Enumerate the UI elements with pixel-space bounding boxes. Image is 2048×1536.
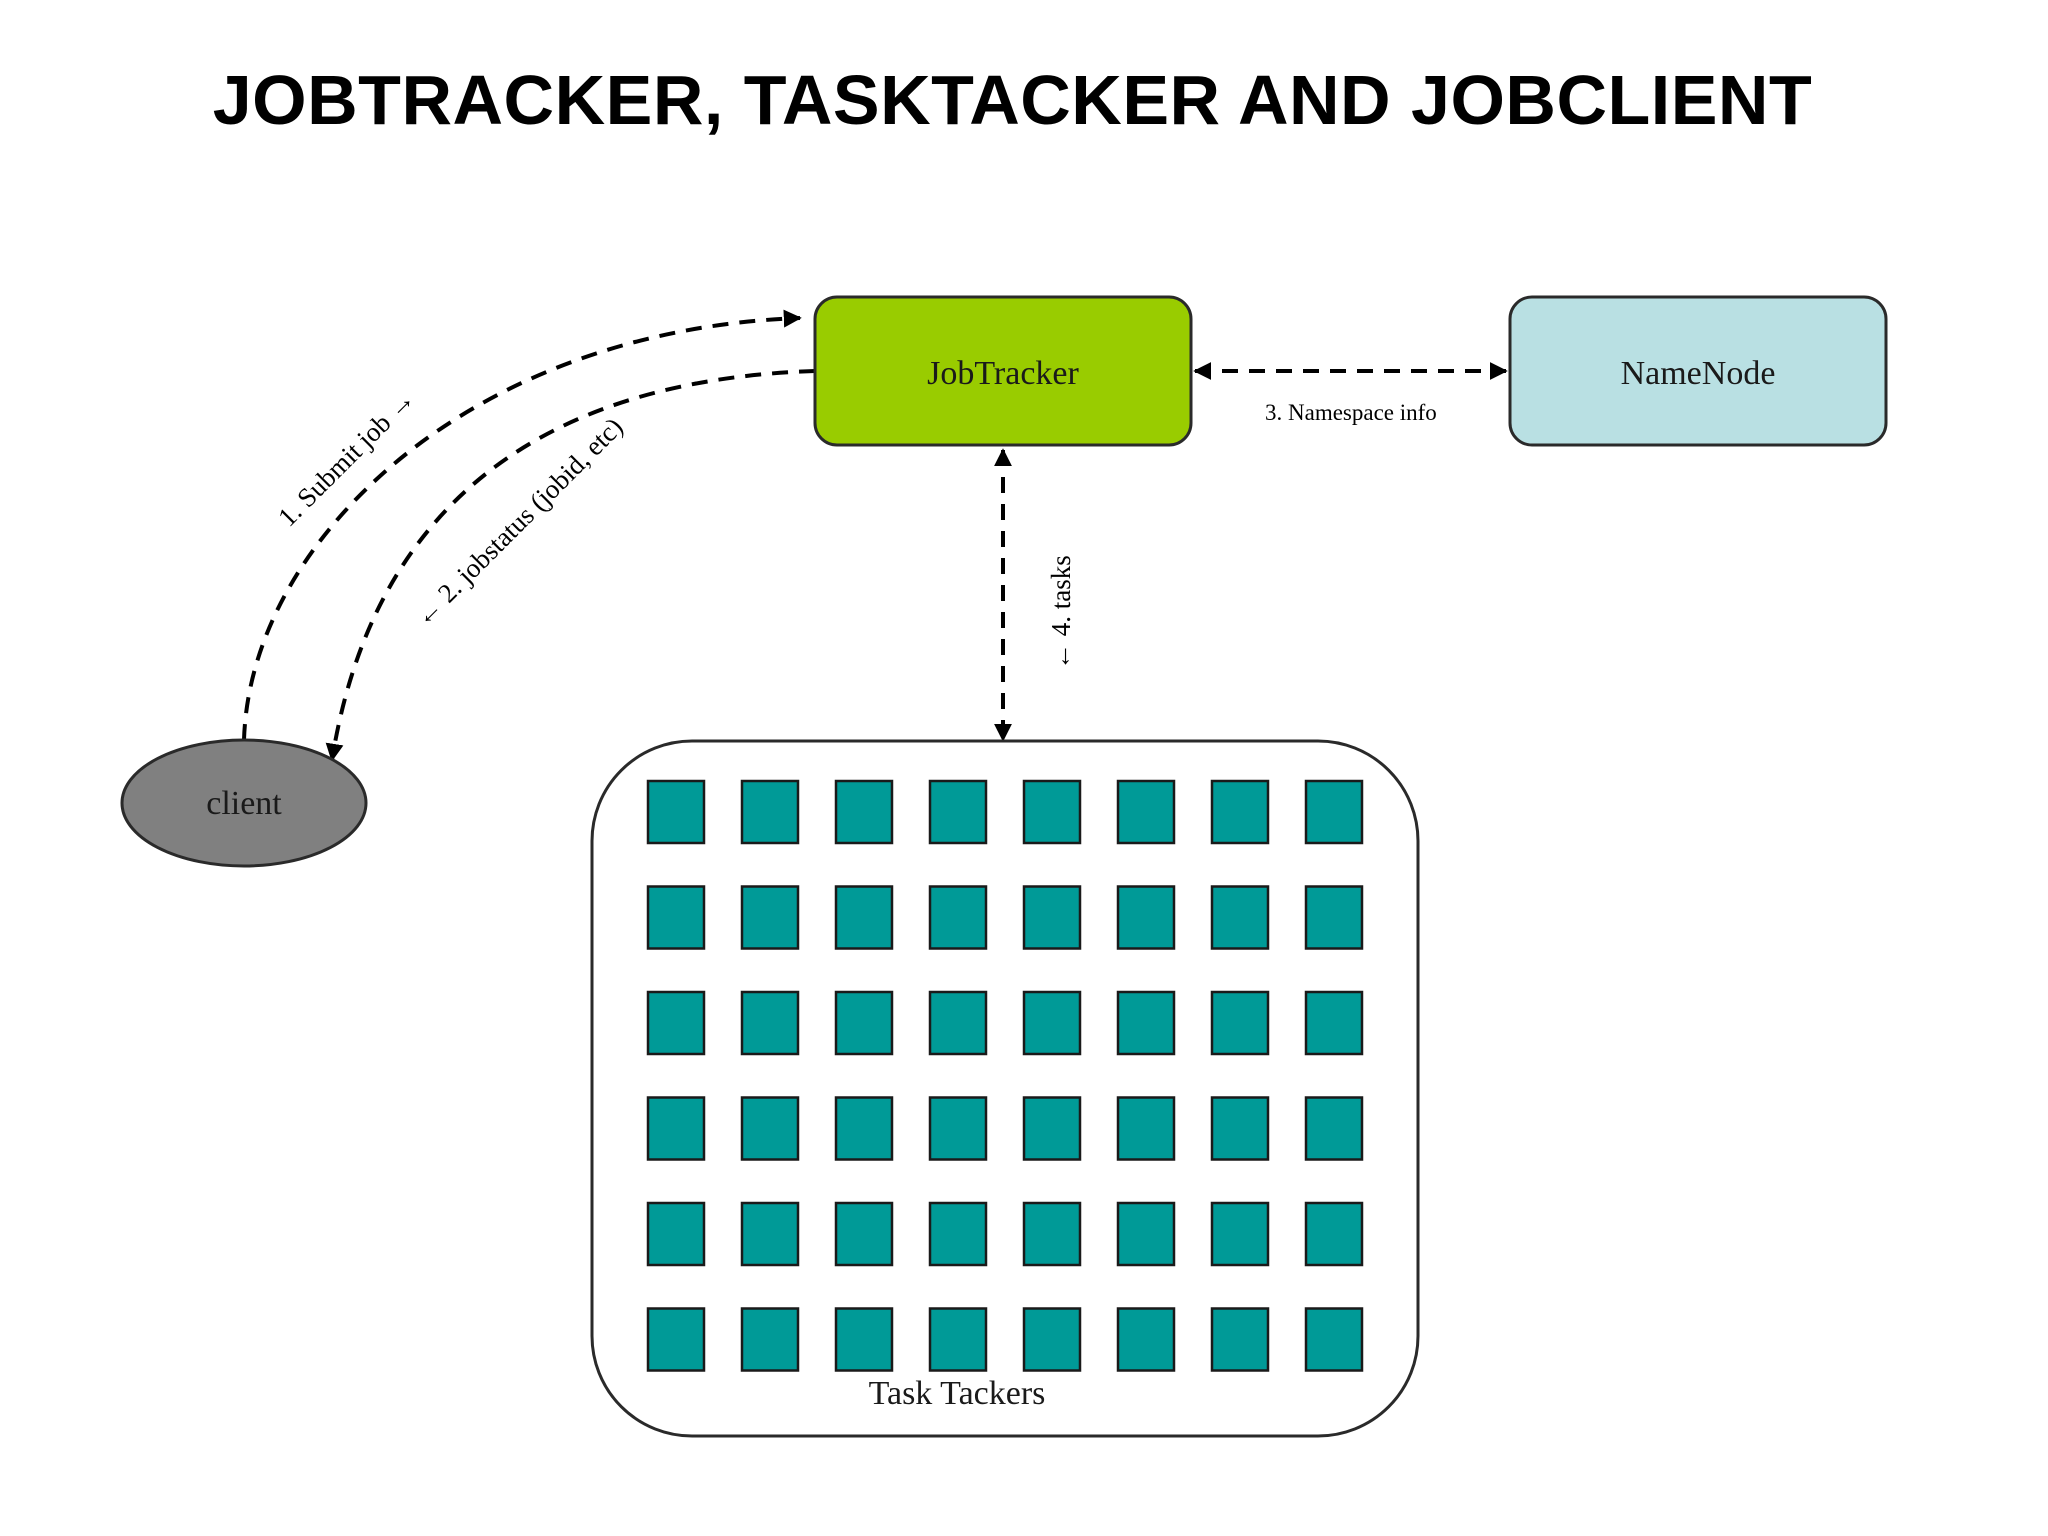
- task-tracker-grid: [646, 779, 1364, 1372]
- task-tracker-node: [1116, 779, 1176, 845]
- task-tracker-node: [1304, 779, 1364, 845]
- task-tracker-node: [834, 885, 894, 950]
- task-tracker-node: [928, 990, 988, 1056]
- task-tracker-node: [1022, 1307, 1082, 1372]
- task-tracker-node: [646, 990, 706, 1056]
- task-tracker-node: [1304, 1201, 1364, 1267]
- namenode-box: [1508, 295, 1888, 447]
- task-tracker-node: [1022, 1201, 1082, 1267]
- task-tracker-node: [834, 1096, 894, 1161]
- task-tracker-node: [928, 1307, 988, 1372]
- slide-title: JOBTRACKER, TASKTACKER AND JOBCLIENT: [212, 61, 1813, 139]
- task-trackers-container: [590, 739, 1420, 1438]
- task-trackers-label: Task Tackers: [869, 1375, 1046, 1412]
- task-tracker-node: [1022, 1096, 1082, 1161]
- edge-jobstatus: [325, 369, 816, 762]
- task-tracker-node: [928, 1201, 988, 1267]
- task-tracker-node: [1116, 1096, 1176, 1161]
- task-tracker-node: [1022, 885, 1082, 950]
- edge-label-namespace-info: 3. Namespace info: [1265, 400, 1437, 425]
- node-jobtracker: JobTracker: [813, 295, 1193, 447]
- task-tracker-node: [646, 885, 706, 950]
- task-tracker-node: [740, 779, 800, 845]
- jobtracker-box: [813, 295, 1193, 447]
- edge-label-jobstatus: ← 2. jobstatus (jobid, etc): [408, 412, 629, 633]
- task-tracker-node: [1210, 1307, 1270, 1372]
- task-tracker-node: [1210, 1201, 1270, 1267]
- task-tracker-node: [740, 1307, 800, 1372]
- task-tracker-node: [1210, 885, 1270, 950]
- task-tracker-node: [1304, 1096, 1364, 1161]
- task-tracker-node: [1116, 1307, 1176, 1372]
- client-ellipse: [120, 738, 368, 868]
- node-task-trackers: Task Tackers: [590, 739, 1420, 1438]
- node-namenode: NameNode: [1508, 295, 1888, 447]
- task-tracker-node: [740, 990, 800, 1056]
- task-tracker-node: [740, 1096, 800, 1161]
- task-tracker-node: [928, 885, 988, 950]
- task-tracker-node: [1210, 990, 1270, 1056]
- client-label: client: [206, 785, 282, 822]
- task-tracker-node: [834, 1307, 894, 1372]
- edge-submit-job: [242, 309, 802, 741]
- namenode-label: NameNode: [1621, 355, 1776, 392]
- task-tracker-node: [646, 1307, 706, 1372]
- task-tracker-node: [1210, 1096, 1270, 1161]
- jobtracker-label: JobTracker: [927, 355, 1079, 392]
- task-tracker-node: [1116, 990, 1176, 1056]
- task-tracker-node: [834, 779, 894, 845]
- task-tracker-node: [834, 990, 894, 1056]
- task-tracker-node: [1304, 1307, 1364, 1372]
- task-tracker-node: [928, 779, 988, 845]
- edge-label-tasks: ← 4. tasks: [1046, 555, 1076, 670]
- task-tracker-node: [1210, 779, 1270, 845]
- task-tracker-node: [646, 779, 706, 845]
- node-client: client: [120, 738, 368, 868]
- task-tracker-node: [1116, 885, 1176, 950]
- task-tracker-node: [1304, 990, 1364, 1056]
- task-tracker-node: [1304, 885, 1364, 950]
- task-tracker-node: [740, 1201, 800, 1267]
- task-tracker-node: [1116, 1201, 1176, 1267]
- task-tracker-node: [1022, 990, 1082, 1056]
- task-tracker-node: [740, 885, 800, 950]
- task-tracker-node: [1022, 779, 1082, 845]
- task-tracker-node: [928, 1096, 988, 1161]
- task-tracker-node: [646, 1096, 706, 1161]
- task-tracker-node: [646, 1201, 706, 1267]
- task-tracker-node: [834, 1201, 894, 1267]
